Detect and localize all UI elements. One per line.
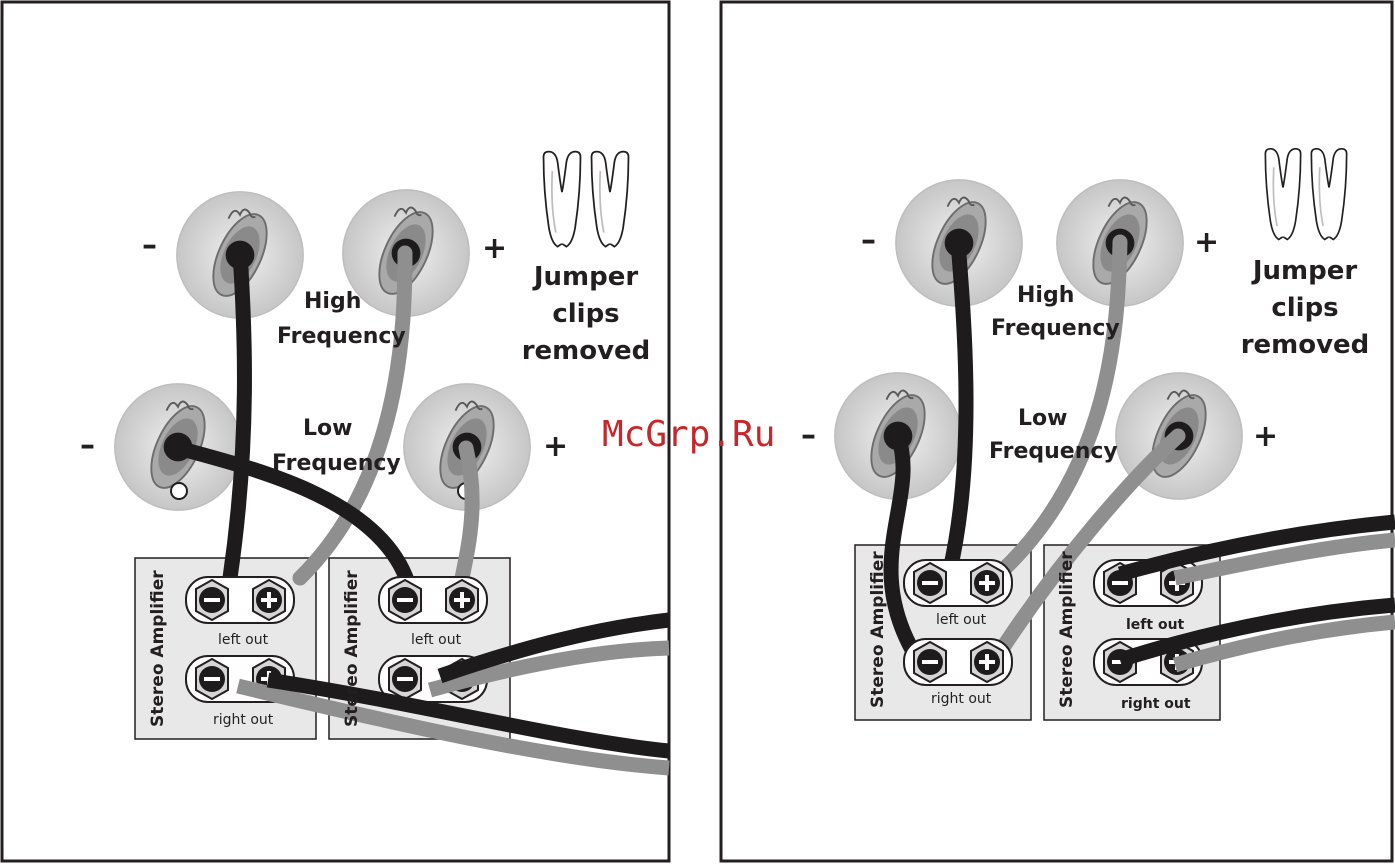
right-amp1-right-out: right out	[931, 691, 992, 707]
right-high-minus-sign: –	[861, 223, 876, 258]
left-amp2-left-out: left out	[411, 632, 462, 648]
right-low-minus-sign: –	[801, 418, 816, 453]
left-amp2-left-terminal	[379, 577, 487, 623]
right-low-label-1: Low	[1018, 406, 1067, 431]
right-amp1-right-terminal	[904, 639, 1012, 685]
left-amp2-label: Stereo Amplifier	[342, 570, 362, 727]
left-amp1-label: Stereo Amplifier	[148, 570, 168, 727]
right-panel: Stereo Amplifier Stereo Amplifier left o…	[721, 2, 1395, 861]
left-amp1-right-out: right out	[213, 712, 274, 728]
right-high-label-1: High	[1017, 283, 1074, 308]
right-jumper-label-2: clips	[1271, 293, 1338, 323]
left-high-minus-sign: –	[142, 228, 157, 263]
left-amp1-left-terminal	[186, 577, 294, 623]
right-low-plus-sign: +	[1253, 419, 1278, 454]
left-high-label-1: High	[304, 289, 361, 314]
right-amp1-left-out: left out	[936, 612, 987, 628]
left-amp1-left-out: left out	[218, 632, 269, 648]
left-panel: Stereo Amplifier Stereo Amplifier left o…	[2, 2, 669, 861]
left-low-label-1: Low	[303, 416, 352, 441]
left-low-minus-sign: –	[80, 428, 95, 463]
right-amp2-right-out: right out	[1121, 696, 1191, 712]
left-low-plus-sign: +	[543, 429, 568, 464]
right-amp2-label: Stereo Amplifier	[1057, 551, 1077, 708]
left-low-label-2: Frequency	[272, 451, 401, 476]
right-amp1-left-terminal	[904, 560, 1012, 606]
right-low-label-2: Frequency	[989, 439, 1118, 464]
left-jumper-label-3: removed	[522, 336, 651, 366]
watermark: McGrp.Ru	[602, 414, 775, 455]
right-jumper-label-3: removed	[1241, 330, 1370, 360]
right-jumper-label-1: Jumper	[1251, 256, 1358, 286]
right-amp2-left-out: left out	[1126, 617, 1185, 633]
right-high-plus-sign: +	[1194, 225, 1219, 260]
right-high-label-2: Frequency	[991, 316, 1120, 341]
left-jumper-label-2: clips	[552, 299, 619, 329]
right-amp1-label: Stereo Amplifier	[868, 551, 888, 708]
left-jumper-label-1: Jumper	[532, 262, 639, 292]
left-high-plus-sign: +	[482, 231, 507, 266]
left-high-label-2: Frequency	[277, 324, 406, 349]
